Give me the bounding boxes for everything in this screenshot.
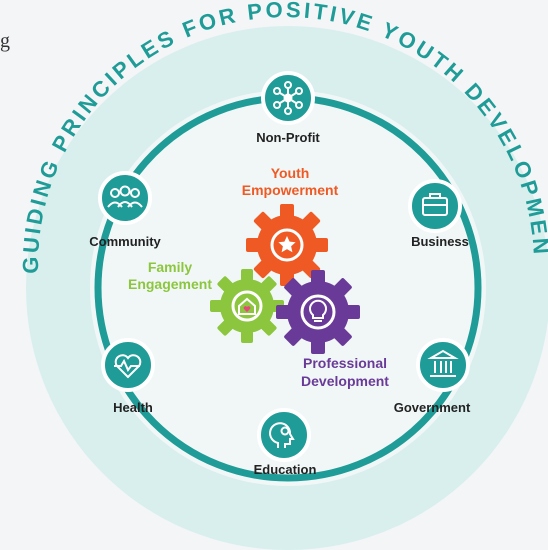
network-icon xyxy=(273,81,303,115)
gear-shape xyxy=(210,269,284,343)
gear-family-engagement: Family Engagement xyxy=(128,259,284,343)
briefcase-icon xyxy=(422,193,448,216)
heart-pulse-icon xyxy=(114,354,142,379)
node-health: Health xyxy=(101,338,155,415)
star-icon xyxy=(278,236,296,253)
people-group-icon xyxy=(107,185,143,208)
node-government: Government xyxy=(394,338,471,415)
node-label: Business xyxy=(411,234,469,249)
lightbulb-icon xyxy=(309,299,327,322)
node-education: Education xyxy=(254,408,317,477)
node-label: Non-Profit xyxy=(256,130,320,145)
gear-label-line1: Professional xyxy=(303,355,387,371)
gear-label-line1: Youth xyxy=(271,165,310,181)
gear-youth-empowerment: Youth Empowerment xyxy=(242,165,339,286)
node-nonprofit: Non-Profit xyxy=(256,71,320,145)
cropped-text: g xyxy=(0,30,11,52)
node-label: Education xyxy=(254,462,317,477)
gear-label-line1: Family xyxy=(148,259,193,275)
node-community: Community xyxy=(89,171,162,249)
government-building-icon xyxy=(427,349,459,377)
gear-label-line2: Empowerment xyxy=(242,182,339,198)
node-label: Health xyxy=(113,400,153,415)
node-business: Business xyxy=(408,179,469,249)
gear-shape xyxy=(276,270,360,354)
node-label: Community xyxy=(89,234,161,249)
house-heart-icon xyxy=(238,297,256,315)
gear-professional-development: Professional Development xyxy=(276,270,389,389)
node-label: Government xyxy=(394,400,471,415)
gear-label-line2: Engagement xyxy=(128,276,212,292)
gear-label-line2: Development xyxy=(301,373,389,389)
head-gear-icon xyxy=(269,422,295,448)
